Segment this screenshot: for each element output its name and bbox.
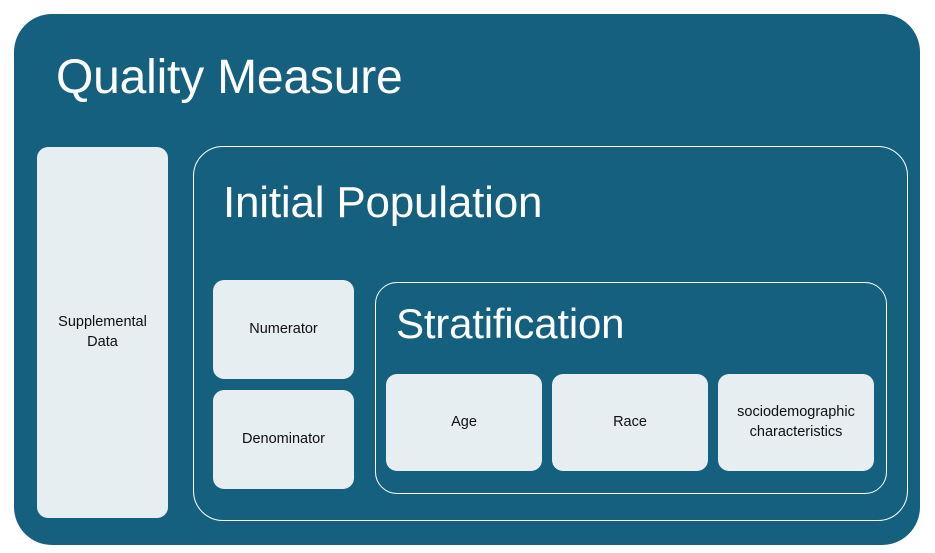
initial-population-container: Initial Population Numerator Denominator… xyxy=(193,146,908,521)
denominator-box: Denominator xyxy=(213,390,354,489)
numerator-label: Numerator xyxy=(249,321,318,338)
stratum-label-sociodemographic-characteristics: sociodemographic characteristics xyxy=(737,404,855,440)
supplemental-data-box: Supplemental Data xyxy=(37,147,168,518)
stratum-label-age: Age xyxy=(451,413,477,430)
stratum-box-age: Age xyxy=(386,374,542,471)
stratum-box-race: Race xyxy=(552,374,708,471)
stratum-label-race: Race xyxy=(613,413,647,430)
quality-measure-container: Quality Measure Supplemental Data Initia… xyxy=(14,14,920,545)
measure-boxes-column: Numerator Denominator xyxy=(213,280,354,490)
stratification-boxes-row: Age Race sociodemographic characteristic… xyxy=(386,374,874,471)
stratum-box-sociodemographic-characteristics: sociodemographic characteristics xyxy=(718,374,874,471)
quality-measure-title: Quality Measure xyxy=(56,51,403,104)
supplemental-data-label: Supplemental Data xyxy=(58,314,147,350)
stratification-title: Stratification xyxy=(396,300,625,347)
initial-population-title: Initial Population xyxy=(223,178,543,227)
stratification-container: Stratification Age Race sociodemographic… xyxy=(375,282,887,494)
denominator-label: Denominator xyxy=(241,431,325,448)
numerator-box: Numerator xyxy=(213,280,354,379)
